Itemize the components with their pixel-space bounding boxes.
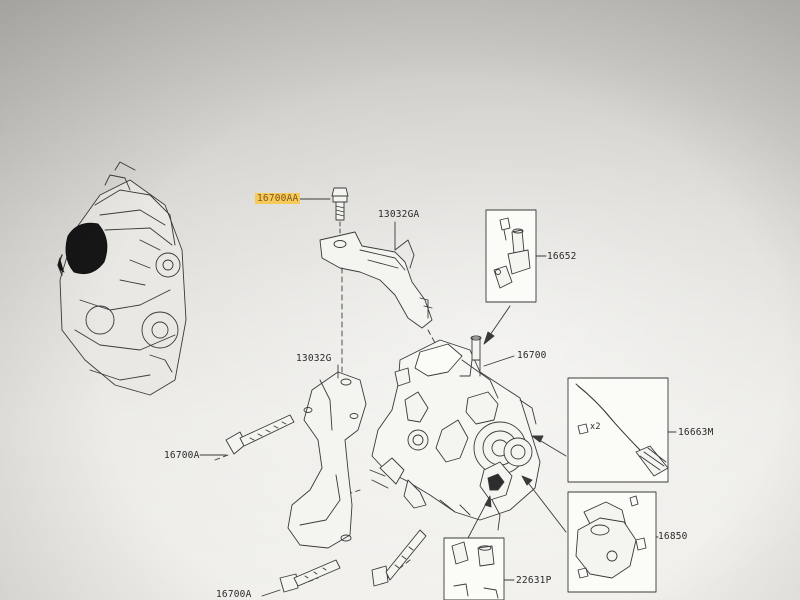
bolt-16700AA [331,187,349,237]
engine-thumbnail [57,161,187,396]
label-x2: x2 [590,422,601,432]
label-22631P: 22631P [516,575,552,586]
label-16652: 16652 [547,251,577,262]
bolt-16700A-upper [225,414,295,455]
label-16700A-lower: 16700A [216,589,252,600]
engine-highlighted-part [65,222,108,275]
box-16652 [485,209,537,303]
box-22631P [443,537,505,600]
high-pressure-pump-16700 [369,335,541,531]
label-16700AA: 16700AA [255,193,301,204]
label-16700: 16700 [517,350,547,361]
label-16700A-upper: 16700A [164,450,200,461]
box-16850 [567,491,657,593]
label-13032G: 13032G [296,353,332,364]
label-13032GA: 13032GA [378,209,420,220]
label-16850: 16850 [658,531,688,542]
box-16663M [567,377,669,483]
label-16663M: 16663M [678,427,714,438]
bolt-16700A-lower [279,529,427,593]
bracket-13032G [287,371,367,549]
bracket-13032GA [319,231,433,329]
